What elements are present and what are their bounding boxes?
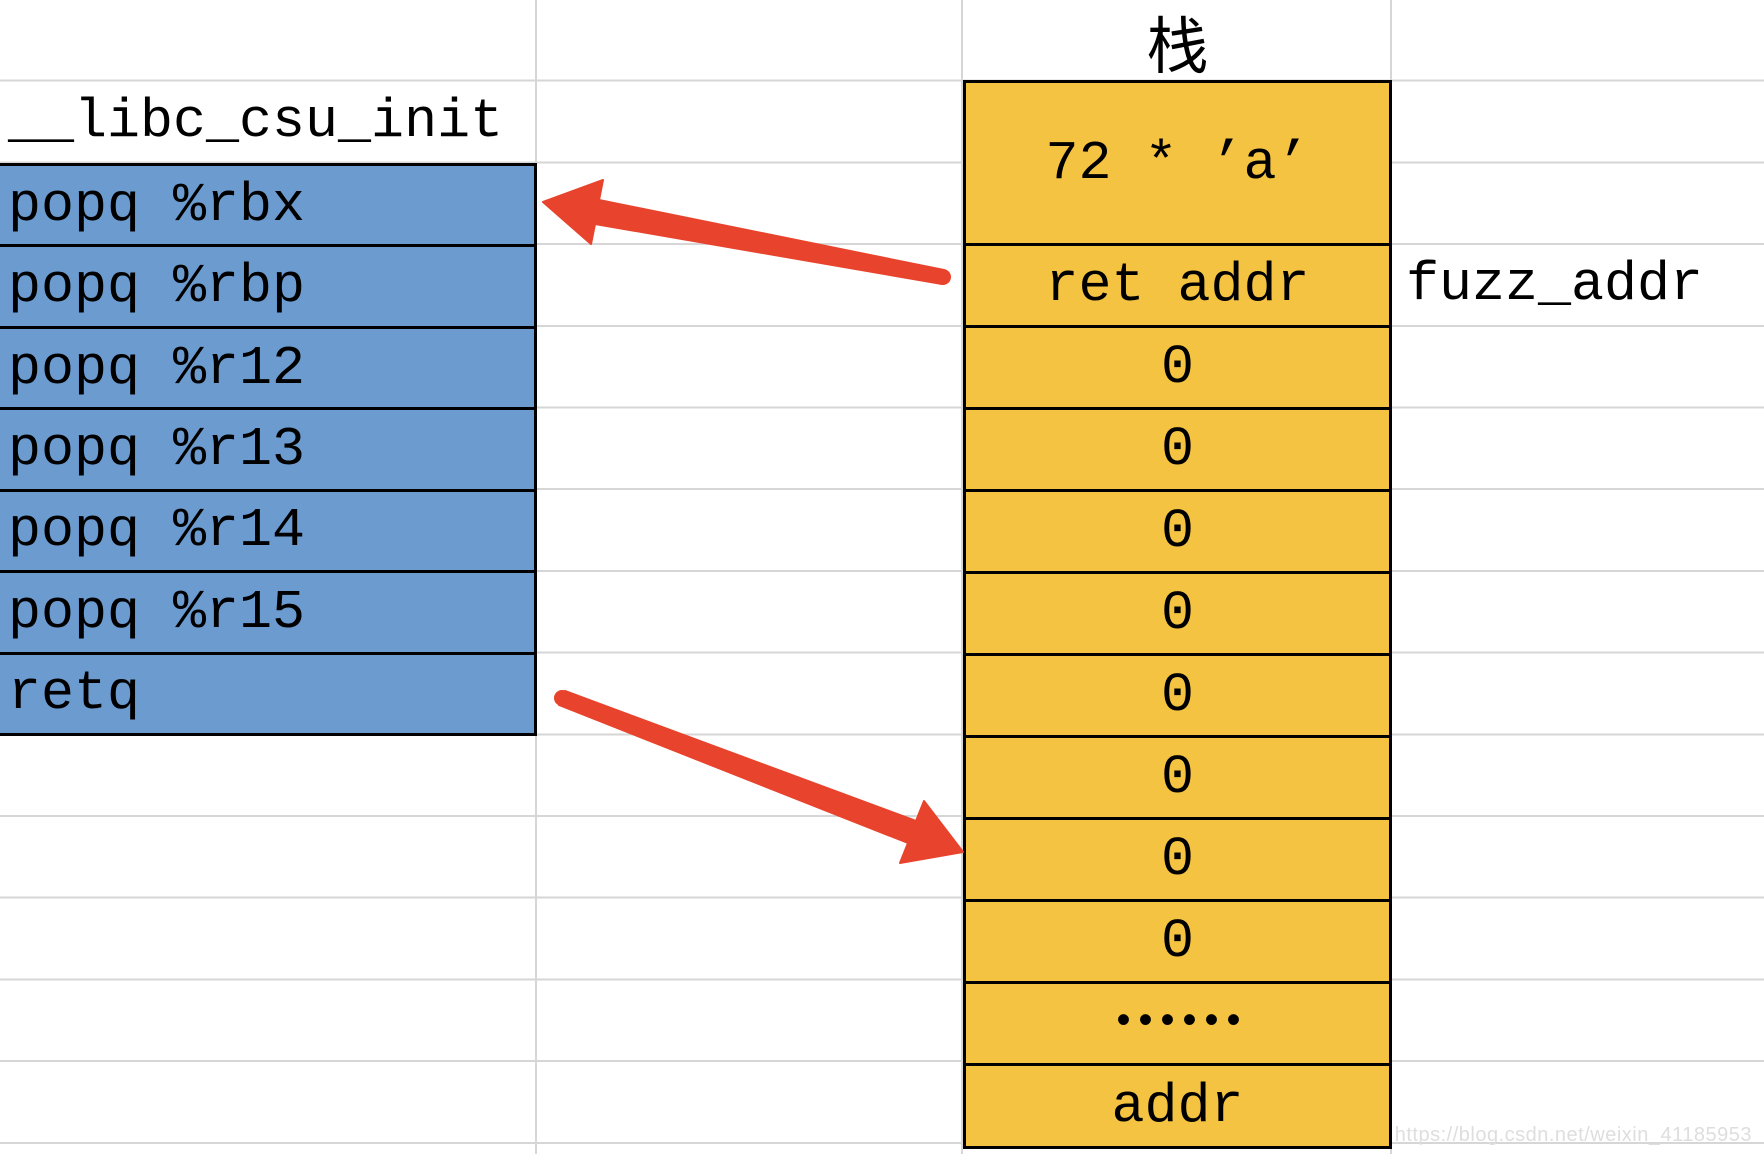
stack-cell-label: 0	[1160, 336, 1194, 399]
stack-cell: ret addr	[966, 246, 1389, 328]
stack-cell: 0	[966, 574, 1389, 656]
spreadsheet-vertical-gridline	[961, 0, 963, 1154]
instruction-label: popq %r13	[8, 417, 306, 481]
instruction-row: popq %r13	[0, 410, 534, 492]
stack-box: 72 * ’a’ ret addr 0 0 0 0 0 0 0 0 •••••• addr	[963, 80, 1392, 1149]
stack-cell: 0	[966, 902, 1389, 984]
stack-cell-label: 0	[1160, 746, 1194, 809]
instruction-row: popq %r12	[0, 329, 534, 411]
stack-cell-label: addr	[1111, 1074, 1244, 1138]
stack-cell: 0	[966, 820, 1389, 902]
instruction-row: popq %r14	[0, 492, 534, 574]
stack-cell-label: 0	[1160, 418, 1194, 481]
gadget-box: popq %rbx popq %rbp popq %r12 popq %r13 popq…	[0, 163, 537, 736]
instruction-row: popq %rbx	[0, 166, 534, 248]
instruction-row: retq	[0, 655, 534, 733]
watermark: https://blog.csdn.net/weixin_41185953	[1394, 1124, 1752, 1146]
stack-cell-label: 0	[1160, 828, 1194, 891]
stack-cell-label: ••••••	[1111, 1001, 1245, 1046]
stack-cell-label: 72 * ’a’	[1045, 131, 1310, 195]
instruction-row: popq %rbp	[0, 247, 534, 329]
instruction-label: popq %r12	[8, 336, 306, 400]
stack-cell-label: 0	[1160, 910, 1194, 973]
stack-cell-label: ret addr	[1045, 254, 1310, 317]
fuzz-addr-label: fuzz_addr	[1406, 253, 1704, 316]
instruction-label: popq %rbp	[8, 255, 306, 319]
stack-cell: 0	[966, 492, 1389, 574]
stack-cell: 0	[966, 328, 1389, 410]
stack-cell: 0	[966, 656, 1389, 738]
instruction-label: popq %rbx	[8, 173, 306, 237]
stack-cell-label: 0	[1160, 500, 1194, 563]
gadget-title: __libc_csu_init	[8, 90, 504, 153]
stack-title: 栈	[1146, 14, 1209, 82]
stack-cell-label: 0	[1160, 664, 1194, 727]
instruction-label: popq %r15	[8, 580, 306, 644]
instruction-label: retq	[8, 662, 141, 726]
stack-cell: addr	[966, 1066, 1389, 1146]
stack-cell-label: 0	[1160, 582, 1194, 645]
instruction-row: popq %r15	[0, 573, 534, 655]
stack-cell: 0	[966, 410, 1389, 492]
stack-cell: 0	[966, 738, 1389, 820]
instruction-label: popq %r14	[8, 499, 306, 563]
stack-cell: ••••••	[966, 984, 1389, 1066]
stack-cell: 72 * ’a’	[966, 83, 1389, 246]
